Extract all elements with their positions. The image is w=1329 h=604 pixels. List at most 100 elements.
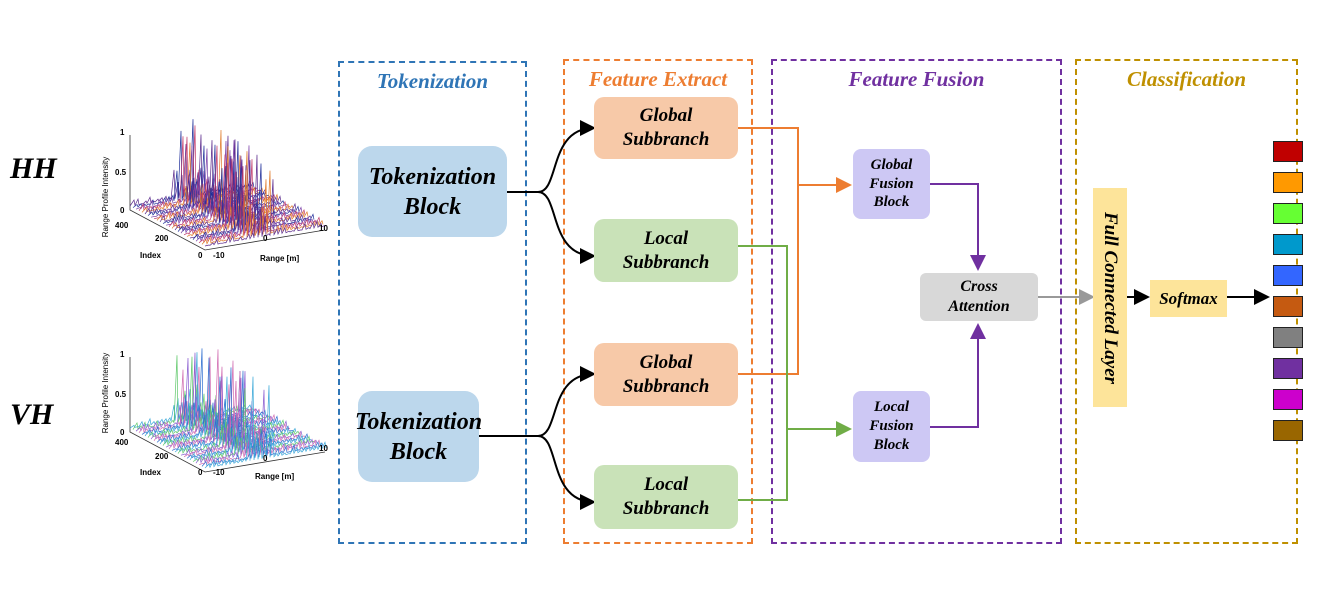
block-label: Block xyxy=(873,436,910,453)
block-label: Global xyxy=(639,105,693,127)
block-label: Cross xyxy=(960,278,998,295)
block-label: Fusion xyxy=(869,175,914,192)
block-label: Fusion xyxy=(869,418,914,435)
range-tick: -10 xyxy=(213,251,225,260)
local-subbranch-hh: Local Subbranch xyxy=(594,219,738,282)
z-tick: 0 xyxy=(120,206,125,215)
block-label: Global xyxy=(639,351,693,373)
block-label: Tokenization xyxy=(368,163,497,190)
classification-title: Classification xyxy=(1126,67,1247,91)
connector-tok1-local1 xyxy=(537,191,596,264)
vh-label: VH xyxy=(10,398,54,431)
range-tick: 10 xyxy=(319,444,328,453)
index-tick: 400 xyxy=(115,221,129,230)
block-label: Subbranch xyxy=(622,375,710,397)
block-label: Local xyxy=(643,474,689,496)
block-label: Block xyxy=(873,194,910,211)
range-axis-label: Range [m] xyxy=(260,254,299,263)
index-axis-label: Index xyxy=(140,251,161,260)
block-label: Local xyxy=(643,227,689,249)
range-tick: -10 xyxy=(213,468,225,477)
feature-extract-title: Feature Extract xyxy=(588,67,728,91)
range-tick: 10 xyxy=(319,224,328,233)
connector-tok2-global2 xyxy=(479,366,596,437)
range-tick: 0 xyxy=(263,234,268,243)
range-tick: 0 xyxy=(263,454,268,463)
block-label: Tokenization xyxy=(354,408,483,435)
index-axis-label: Index xyxy=(140,468,161,477)
class-swatch xyxy=(1273,203,1303,224)
z-axis-label: Range Profile Intensity xyxy=(101,353,110,434)
class-swatch xyxy=(1273,265,1303,286)
hh-range-profile-plot: Range Profile Intensity 1 0.5 0 400 200 … xyxy=(101,119,328,263)
local-fusion-block: Local Fusion Block xyxy=(853,391,930,462)
tokenization-block-hh: Tokenization Block xyxy=(358,146,507,237)
global-subbranch-hh: Global Subbranch xyxy=(594,97,738,159)
range-axis-label: Range [m] xyxy=(255,472,294,481)
hh-label: HH xyxy=(10,152,57,185)
block-label: Subbranch xyxy=(622,498,710,519)
block-label: Subbranch xyxy=(622,251,710,273)
full-connected-layer-label: Full Connected Layer xyxy=(1099,211,1121,384)
connector-tok2-local2 xyxy=(537,435,596,510)
block-label: Attention xyxy=(948,298,1010,315)
connector-local1-fusion xyxy=(738,245,852,437)
class-swatch xyxy=(1273,141,1303,162)
block-label: Local xyxy=(874,399,909,416)
range-profile-trace xyxy=(198,166,321,244)
index-tick: 0 xyxy=(198,468,203,477)
tokenization-title: Tokenization xyxy=(376,69,489,93)
connector-tok1-global1 xyxy=(507,120,596,193)
class-swatch xyxy=(1273,327,1303,348)
full-connected-layer: Full Connected Layer xyxy=(1093,188,1127,407)
block-label: Global xyxy=(870,156,913,173)
z-tick: 0.5 xyxy=(115,390,127,399)
global-fusion-block: Global Fusion Block xyxy=(853,149,930,219)
z-axis-label: Range Profile Intensity xyxy=(101,157,110,238)
index-tick: 0 xyxy=(198,251,203,260)
feature-extract-section: Feature Extract xyxy=(563,59,753,544)
softmax-block: Softmax xyxy=(1150,280,1227,317)
range-profile-trace xyxy=(177,421,300,454)
class-swatch xyxy=(1273,296,1303,317)
class-swatch xyxy=(1273,420,1303,441)
tokenization-block-vh: Tokenization Block xyxy=(354,391,483,482)
block-label: Subbranch xyxy=(622,129,710,150)
waterfall-traces xyxy=(129,119,327,251)
global-subbranch-vh: Global Subbranch xyxy=(594,343,738,406)
class-swatch xyxy=(1273,389,1303,410)
vh-range-profile-plot: Range Profile Intensity 1 0.5 0 400 200 … xyxy=(101,348,328,481)
cross-attention-block: Cross Attention xyxy=(920,273,1038,321)
index-tick: 200 xyxy=(155,452,169,461)
connector-global2-fusion xyxy=(738,185,799,375)
waterfall-traces xyxy=(129,348,327,473)
connector-globalfusion-ca xyxy=(930,183,986,271)
softmax-label: Softmax xyxy=(1159,288,1218,308)
index-tick: 200 xyxy=(155,234,169,243)
z-tick: 1 xyxy=(120,350,125,359)
plot-axes xyxy=(129,357,326,473)
range-profile-trace xyxy=(204,154,327,247)
connector-local2-fusion xyxy=(738,429,788,501)
range-profile-trace xyxy=(174,139,297,231)
class-swatch xyxy=(1273,172,1303,193)
connector-localfusion-ca xyxy=(930,323,986,428)
tokenization-section: Tokenization xyxy=(338,61,527,544)
range-profile-trace xyxy=(138,361,261,433)
z-tick: 1 xyxy=(120,128,125,137)
range-profile-trace xyxy=(204,376,327,469)
block-label: Block xyxy=(403,193,462,220)
block-label: Block xyxy=(389,438,448,465)
feature-fusion-title: Feature Fusion xyxy=(848,67,985,91)
index-tick: 400 xyxy=(115,438,129,447)
class-swatch xyxy=(1273,234,1303,255)
local-subbranch-vh: Local Subbranch xyxy=(594,465,738,529)
z-tick: 0 xyxy=(120,428,125,437)
z-tick: 0.5 xyxy=(115,168,127,177)
class-swatch xyxy=(1273,358,1303,379)
feature-fusion-section: Feature Fusion xyxy=(771,59,1062,544)
connector-global1-fusion xyxy=(738,127,852,193)
plot-axes xyxy=(129,135,326,251)
